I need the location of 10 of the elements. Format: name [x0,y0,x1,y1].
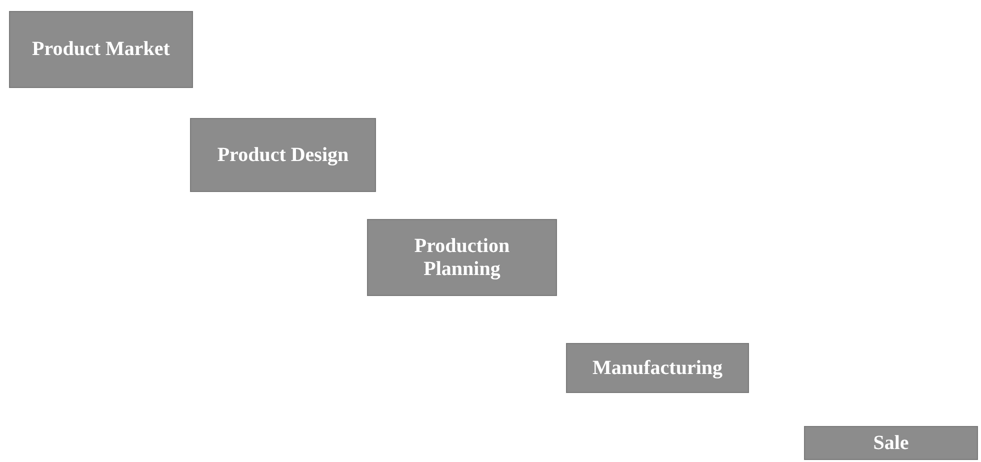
process-box [367,219,557,296]
step-label: Manufacturing [592,356,722,380]
step-label: Sale [873,432,909,454]
step-label: Production Planning [413,234,511,280]
step-label: Product Design [217,144,349,166]
process-box [566,343,749,393]
process-box [804,426,978,460]
process-box [190,118,376,192]
process-box [9,11,193,88]
step-label: Product Market [32,38,170,61]
